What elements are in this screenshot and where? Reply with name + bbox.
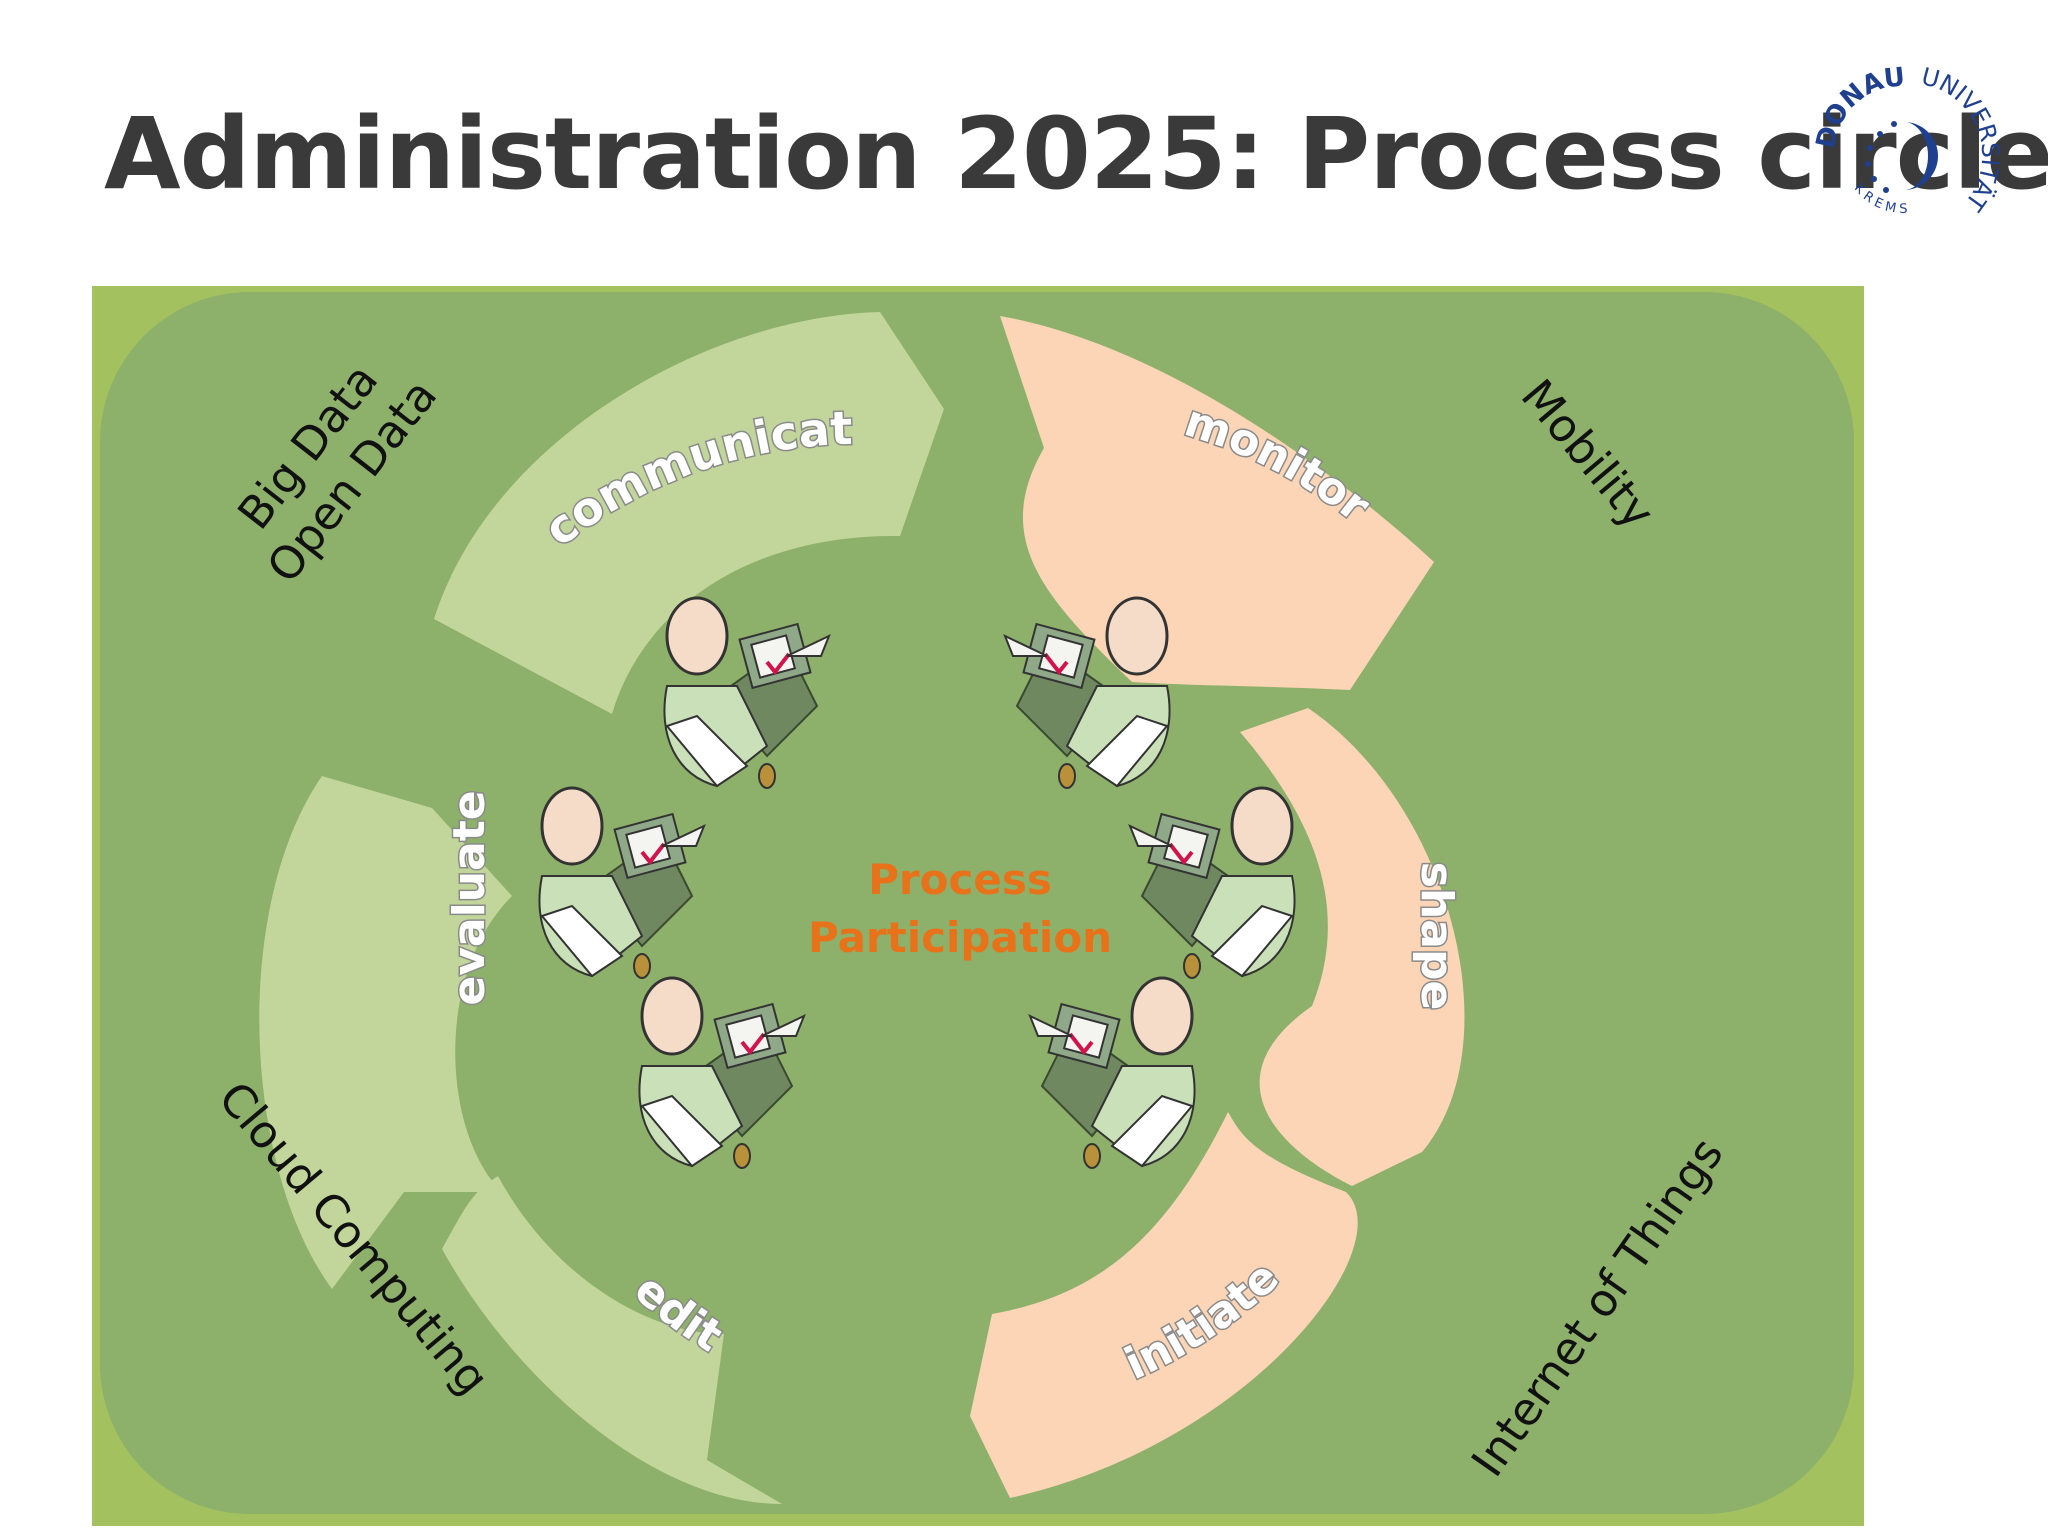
center-label-line1: Process bbox=[868, 855, 1052, 904]
process-circle-diagram: communicate monitor shape initiate edit … bbox=[92, 286, 1864, 1526]
stars-icon bbox=[1865, 121, 1897, 193]
slide-title: Administration 2025: Process circles bbox=[104, 97, 2048, 212]
logo-arc-text-left: DONAU bbox=[1811, 62, 1906, 151]
university-logo: DONAU UNIVERSITÄT KREMS bbox=[1811, 62, 2002, 217]
segment-evaluate bbox=[259, 776, 512, 1289]
segment-label-shape: shape bbox=[1411, 862, 1462, 1011]
center-label-line2: Participation bbox=[808, 913, 1112, 962]
segment-edit bbox=[442, 1176, 782, 1504]
segment-communicate bbox=[434, 312, 944, 714]
segment-initiate bbox=[970, 1112, 1358, 1498]
segment-monitor bbox=[1000, 316, 1434, 690]
logo-arc-text-bottom: KREMS bbox=[1851, 181, 1912, 217]
crescent-icon bbox=[1904, 122, 1938, 190]
segment-shape bbox=[1240, 708, 1465, 1186]
segment-label-evaluate: evaluate bbox=[444, 790, 495, 1005]
